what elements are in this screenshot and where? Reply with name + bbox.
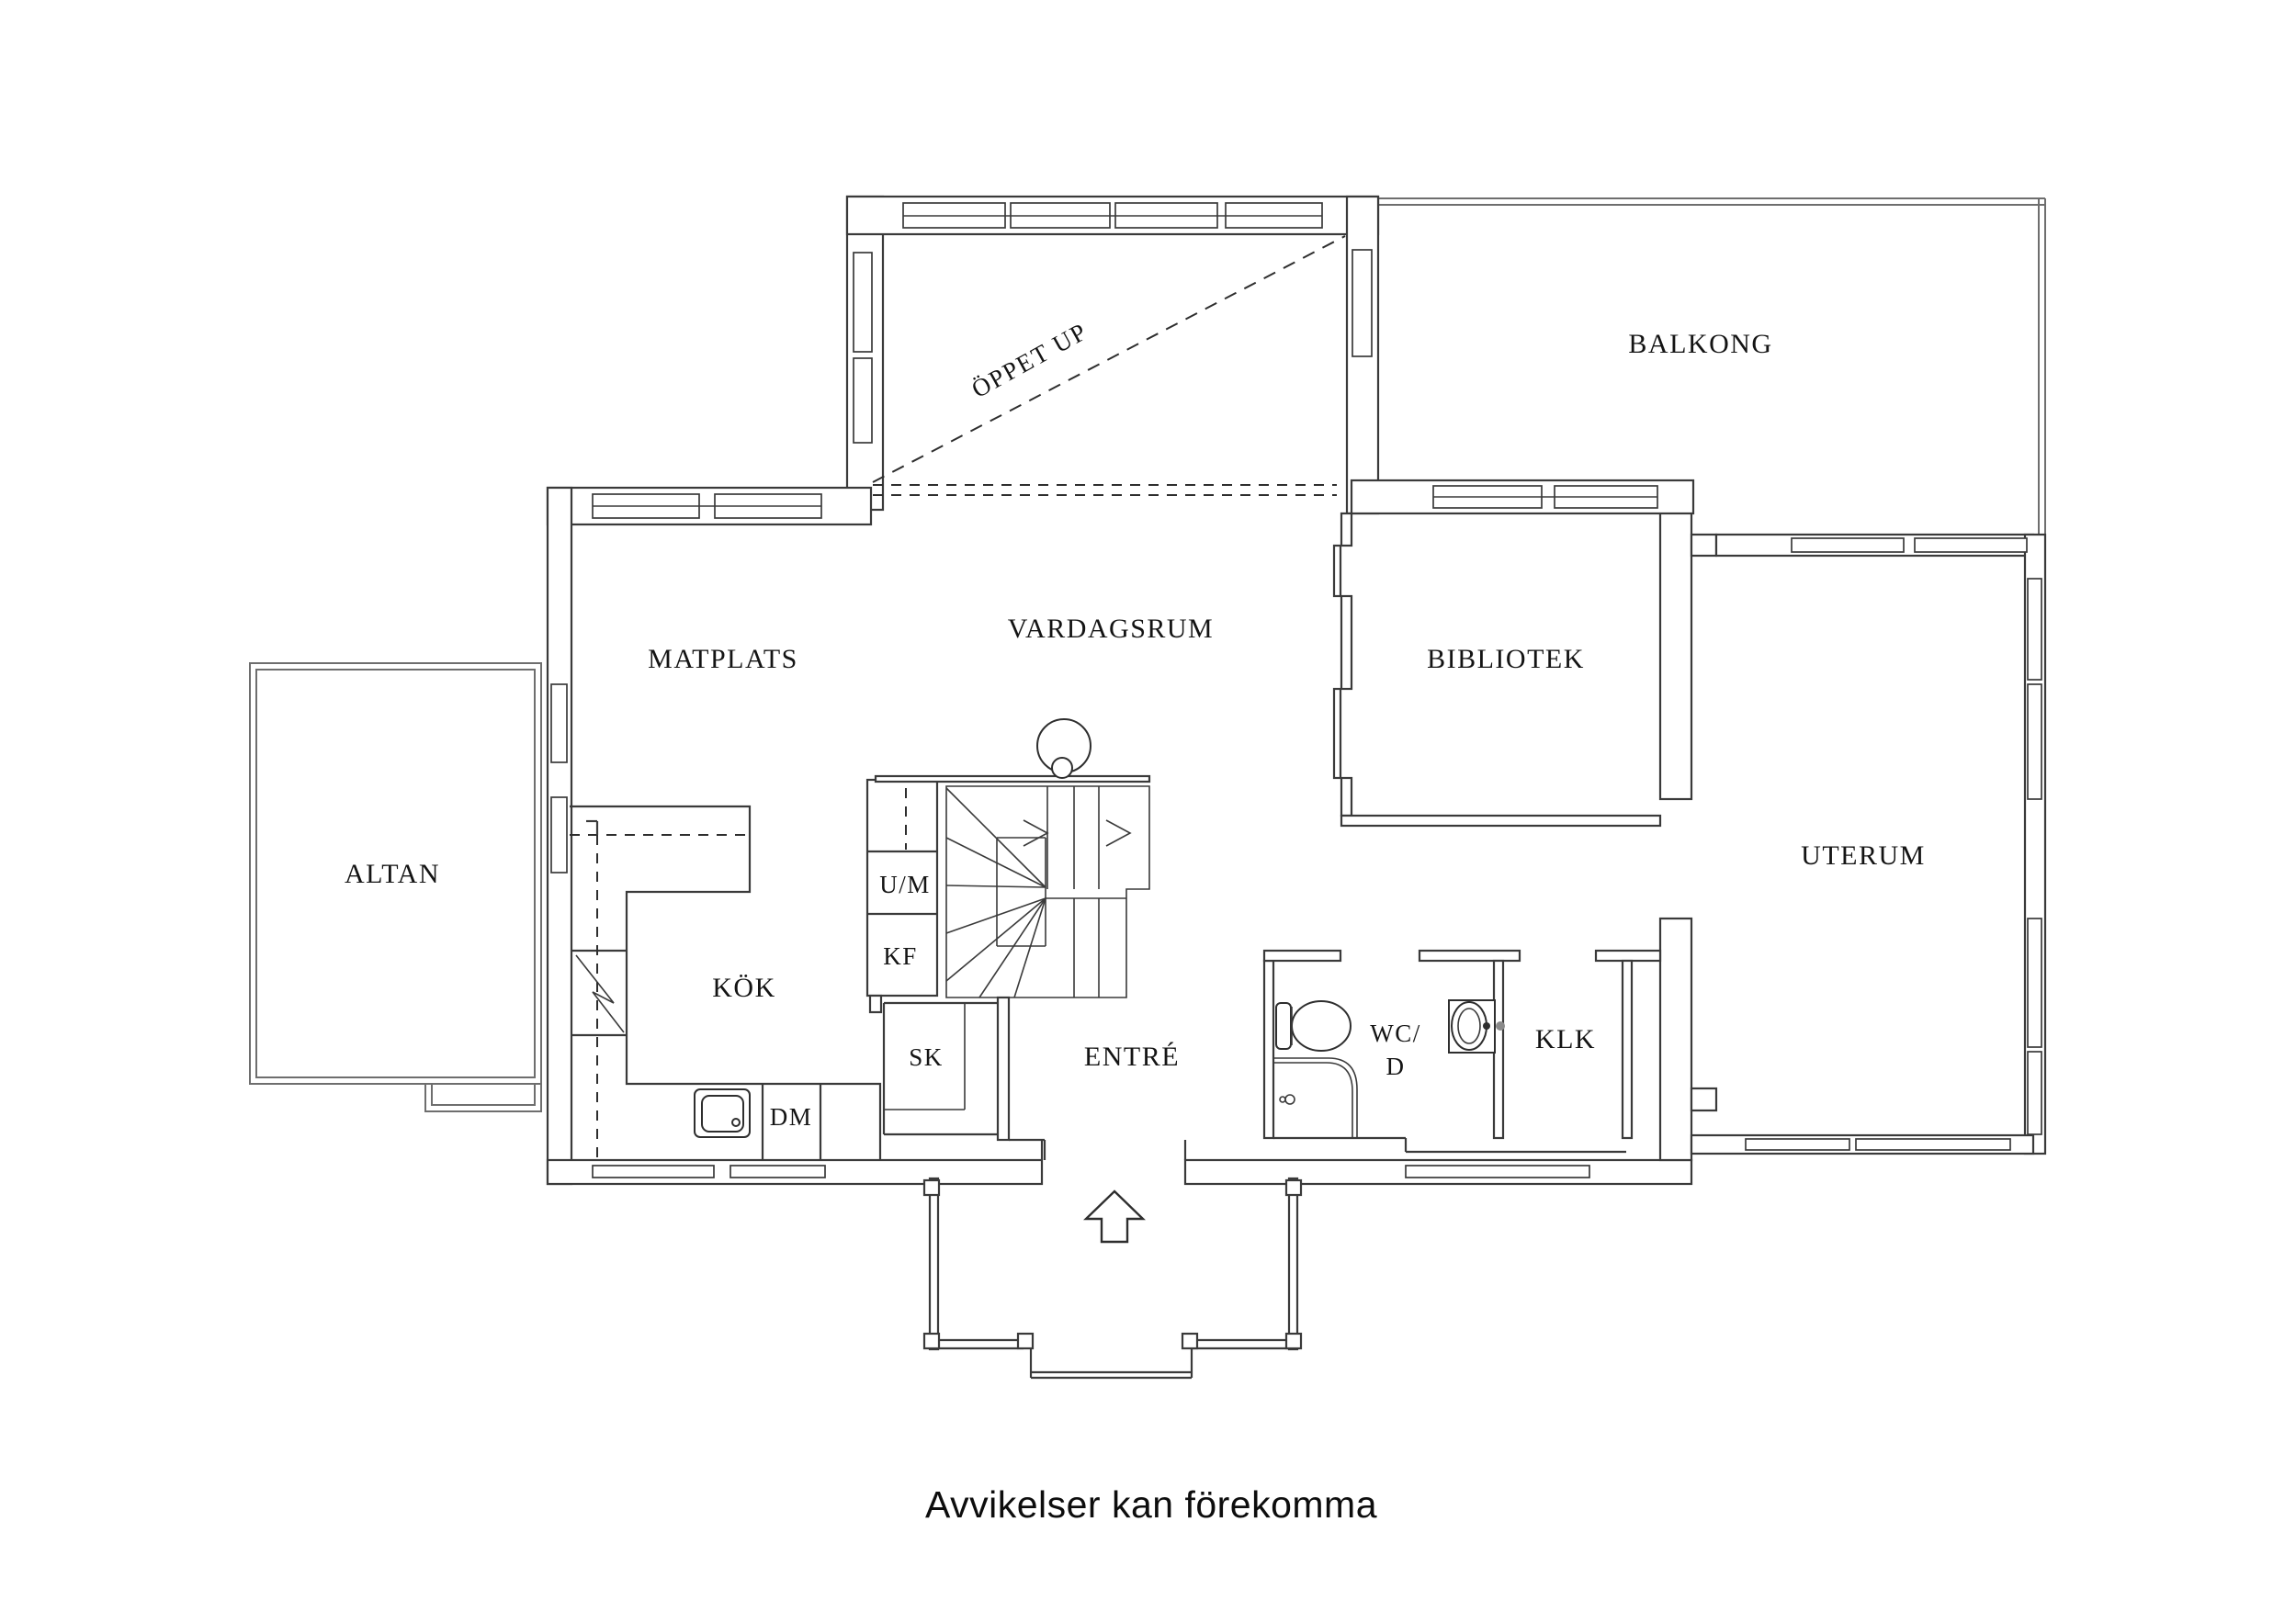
room-label-vardagsrum: VARDAGSRUM bbox=[1008, 614, 1215, 644]
closets bbox=[865, 774, 1151, 1136]
washbasin-icon bbox=[1448, 999, 1505, 1054]
room-label-wc-line2: D bbox=[1386, 1053, 1406, 1080]
room-label-kok: KÖK bbox=[712, 973, 776, 1003]
shower-corner-icon bbox=[1273, 1057, 1358, 1138]
room-label-altan: ALTAN bbox=[345, 859, 440, 889]
windows bbox=[550, 202, 2042, 1178]
disclaimer-text: Avvikelser kan förekomma bbox=[925, 1483, 1377, 1526]
room-label-sk: SK bbox=[909, 1043, 944, 1071]
kitchen-counters bbox=[570, 805, 882, 1160]
entrance-porch bbox=[922, 1177, 1303, 1380]
room-label-bibliotek: BIBLIOTEK bbox=[1427, 644, 1585, 674]
toilet-icon bbox=[1275, 1000, 1352, 1052]
altan-deck bbox=[249, 662, 542, 1112]
stove-zigzag-icon bbox=[575, 954, 625, 1033]
winder-staircase-icon bbox=[945, 785, 1150, 998]
room-label-klk: KLK bbox=[1535, 1024, 1596, 1054]
interior-walls bbox=[996, 949, 1662, 1160]
room-label-uterum: UTERUM bbox=[1801, 840, 1926, 871]
room-label-um: U/M bbox=[879, 871, 931, 898]
room-label-wc-line1: WC/ bbox=[1370, 1020, 1421, 1047]
room-label-dm: DM bbox=[770, 1103, 813, 1131]
room-label-entre: ENTRÉ bbox=[1084, 1042, 1180, 1072]
open-to-above-dashed-icon bbox=[872, 235, 1346, 496]
room-label-oppet-up: ÖPPET UP bbox=[967, 317, 1091, 403]
room-label-kf: KF bbox=[883, 942, 918, 970]
entrance-up-arrow-icon bbox=[1083, 1189, 1146, 1244]
room-label-matplats: MATPLATS bbox=[648, 644, 798, 674]
fireplace-icon bbox=[1036, 718, 1091, 779]
balcony-railing bbox=[1378, 197, 2046, 551]
room-label-balkong: BALKONG bbox=[1628, 329, 1772, 359]
kitchen-sink-icon bbox=[694, 1088, 751, 1138]
